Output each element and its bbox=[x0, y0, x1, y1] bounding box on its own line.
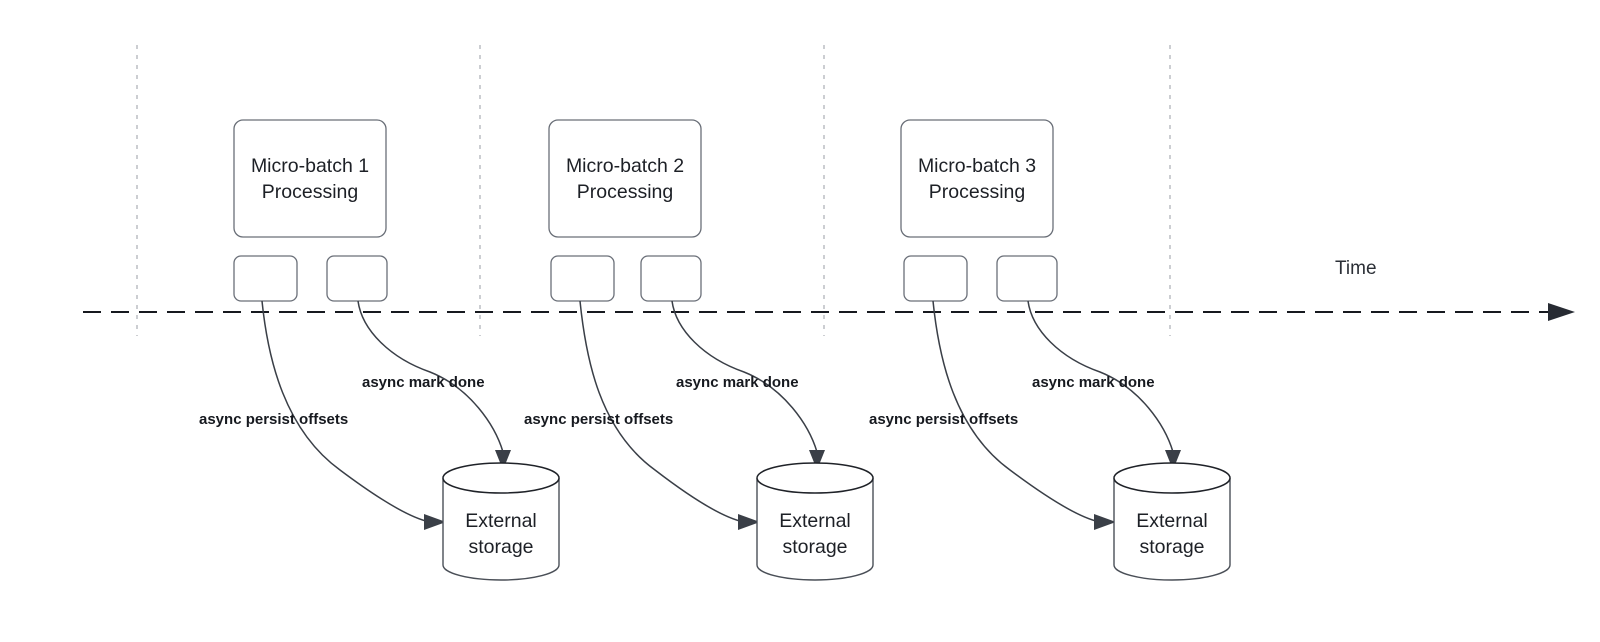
micro-batch-3-mark-done-curve bbox=[1027, 300, 1174, 453]
micro-batch-2-storage-label-line1: External bbox=[779, 510, 851, 532]
micro-batch-2-label-line2: Processing bbox=[577, 181, 673, 203]
micro-batch-3-processing-box[interactable] bbox=[900, 119, 1054, 238]
micro-batch-2-mark-done-label: async mark done bbox=[676, 374, 799, 391]
micro-batch-1-persist-offsets-arrow-icon bbox=[424, 514, 446, 530]
micro-batch-1-persist-offsets-curve bbox=[261, 300, 431, 523]
micro-batch-2-label-line1: Micro-batch 2 bbox=[566, 155, 684, 177]
micro-batch-3-task-box-1[interactable] bbox=[903, 255, 968, 302]
micro-batch-1-storage-label-line1: External bbox=[465, 510, 537, 532]
micro-batch-1-label-line2: Processing bbox=[262, 181, 358, 203]
micro-batch-3-mark-done-arrow-icon bbox=[1165, 450, 1181, 470]
micro-batch-3-mark-done-label: async mark done bbox=[1032, 374, 1155, 391]
micro-batch-3-external-storage[interactable]: External storage bbox=[1113, 462, 1231, 581]
micro-batch-3-persist-offsets-curve bbox=[932, 300, 1101, 523]
micro-batch-2-external-storage[interactable]: External storage bbox=[756, 462, 874, 581]
micro-batch-2-storage-top-icon bbox=[756, 462, 874, 494]
micro-batch-2-task-box-1[interactable] bbox=[550, 255, 615, 302]
micro-batch-3-storage-label-line2: storage bbox=[1139, 536, 1204, 558]
micro-batch-3-storage-label-line1: External bbox=[1136, 510, 1208, 532]
micro-batch-3-persist-offsets-arrow-icon bbox=[1094, 514, 1116, 530]
micro-batch-2-task-box-2[interactable] bbox=[640, 255, 702, 302]
micro-batch-2-persist-offsets-label: async persist offsets bbox=[524, 411, 673, 428]
micro-batch-1-mark-done-label: async mark done bbox=[362, 374, 485, 391]
micro-batch-1-persist-offsets-label: async persist offsets bbox=[199, 411, 348, 428]
micro-batch-1-storage-top-icon bbox=[442, 462, 560, 494]
micro-batch-2-storage-label-line2: storage bbox=[782, 536, 847, 558]
micro-batch-3-label-line2: Processing bbox=[929, 181, 1025, 203]
micro-batch-2-persist-offsets-curve bbox=[579, 300, 745, 523]
time-axis-label: Time bbox=[1335, 258, 1377, 279]
micro-batch-1-storage-body bbox=[442, 478, 560, 581]
batch-boundary-separators bbox=[136, 45, 1171, 336]
micro-batch-2-processing-box[interactable] bbox=[548, 119, 702, 238]
time-axis: Time bbox=[83, 258, 1575, 321]
micro-batch-1-group: Micro-batch 1 Processing async persist o… bbox=[199, 119, 560, 581]
micro-batch-1-task-box-1[interactable] bbox=[233, 255, 298, 302]
micro-batch-1-task-box-2[interactable] bbox=[326, 255, 388, 302]
micro-batch-3-persist-offsets-label: async persist offsets bbox=[869, 411, 1018, 428]
micro-batch-1-mark-done-curve bbox=[357, 300, 504, 453]
micro-batch-1-label-line1: Micro-batch 1 bbox=[251, 155, 369, 177]
micro-batch-1-mark-done-arrow-icon bbox=[495, 450, 511, 470]
micro-batch-2-group: Micro-batch 2 Processing async persist o… bbox=[524, 119, 874, 581]
timeline-arrow-icon bbox=[1548, 303, 1575, 321]
micro-batch-2-mark-done-arrow-icon bbox=[809, 450, 825, 470]
micro-batch-1-external-storage[interactable]: External storage bbox=[442, 462, 560, 581]
micro-batch-3-group: Micro-batch 3 Processing async persist o… bbox=[869, 119, 1231, 581]
micro-batch-2-storage-body bbox=[756, 478, 874, 581]
micro-batch-2-persist-offsets-arrow-icon bbox=[738, 514, 760, 530]
micro-batch-3-task-box-2[interactable] bbox=[996, 255, 1058, 302]
micro-batch-3-storage-body bbox=[1113, 478, 1231, 581]
micro-batch-2-mark-done-curve bbox=[671, 300, 818, 453]
micro-batch-3-storage-top-icon bbox=[1113, 462, 1231, 494]
micro-batch-3-label-line1: Micro-batch 3 bbox=[918, 155, 1036, 177]
micro-batch-1-processing-box[interactable] bbox=[233, 119, 387, 238]
micro-batch-1-storage-label-line2: storage bbox=[468, 536, 533, 558]
